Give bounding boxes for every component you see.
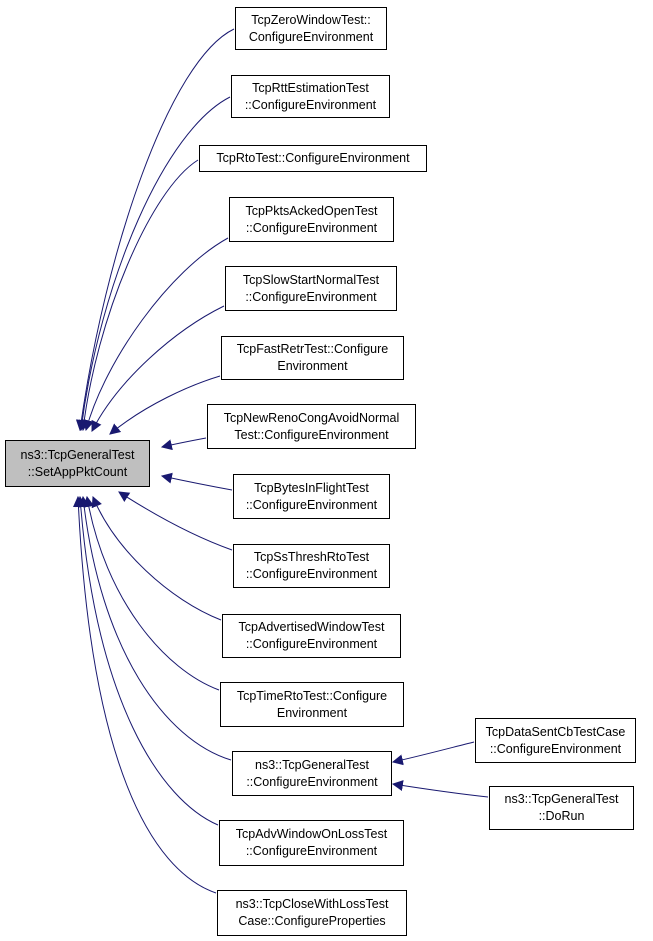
edge-caller-13	[72, 495, 217, 894]
edge-caller-4	[91, 305, 225, 432]
node-caller-5-label: TcpFastRetrTest::Configure Environment	[236, 342, 389, 373]
node-caller-11[interactable]: ns3::TcpGeneralTest ::ConfigureEnvironme…	[232, 751, 392, 796]
node-caller-4[interactable]: TcpSlowStartNormalTest ::ConfigureEnviro…	[225, 266, 397, 311]
node-caller-0-label: TcpZeroWindowTest:: ConfigureEnvironment	[248, 12, 374, 44]
node-caller-10[interactable]: TcpTimeRtoTest::Configure Environment	[220, 682, 404, 727]
node-second-0[interactable]: TcpDataSentCbTestCase ::ConfigureEnviron…	[475, 718, 636, 763]
node-caller-13[interactable]: ns3::TcpCloseWithLossTest Case::Configur…	[217, 890, 407, 936]
edge-caller-12	[75, 495, 219, 826]
node-caller-4-label: TcpSlowStartNormalTest ::ConfigureEnviro…	[242, 272, 380, 304]
node-caller-6-label: TcpNewRenoCongAvoidNormal Test::Configur…	[223, 410, 400, 442]
edge-caller-5	[109, 375, 221, 435]
node-caller-10-label: TcpTimeRtoTest::Configure Environment	[236, 688, 388, 720]
node-root-label: ns3::TcpGeneralTest ::SetAppPktCount	[20, 447, 135, 479]
edge-caller-11	[78, 495, 232, 761]
edge-caller-6	[160, 437, 207, 451]
node-second-1-label: ns3::TcpGeneralTest ::DoRun	[504, 792, 619, 823]
node-caller-1-label: TcpRttEstimationTest ::ConfigureEnvironm…	[244, 80, 377, 112]
node-caller-8-label: TcpSsThreshRtoTest ::ConfigureEnvironmen…	[245, 550, 378, 581]
node-caller-8[interactable]: TcpSsThreshRtoTest ::ConfigureEnvironmen…	[233, 544, 390, 588]
node-caller-5[interactable]: TcpFastRetrTest::Configure Environment	[221, 336, 404, 380]
edge-second-0	[391, 741, 475, 766]
edge-caller-7	[160, 472, 233, 491]
node-caller-0[interactable]: TcpZeroWindowTest:: ConfigureEnvironment	[235, 7, 387, 50]
node-caller-3-label: TcpPktsAckedOpenTest ::ConfigureEnvironm…	[245, 203, 378, 235]
node-caller-9-label: TcpAdvertisedWindowTest ::ConfigureEnvir…	[238, 620, 385, 651]
edge-caller-10	[83, 495, 220, 691]
edge-caller-2	[78, 159, 199, 432]
node-root: ns3::TcpGeneralTest ::SetAppPktCount	[5, 440, 150, 487]
node-caller-3[interactable]: TcpPktsAckedOpenTest ::ConfigureEnvironm…	[229, 197, 394, 242]
edge-caller-9	[91, 495, 222, 621]
node-caller-7[interactable]: TcpBytesInFlightTest ::ConfigureEnvironm…	[233, 474, 390, 519]
node-second-1[interactable]: ns3::TcpGeneralTest ::DoRun	[489, 786, 634, 830]
node-caller-2-label: TcpRtoTest::ConfigureEnvironment	[216, 151, 410, 165]
node-caller-1[interactable]: TcpRttEstimationTest ::ConfigureEnvironm…	[231, 75, 390, 118]
edge-caller-8	[118, 491, 233, 551]
node-caller-12-label: TcpAdvWindowOnLossTest ::ConfigureEnviro…	[235, 827, 388, 858]
edge-caller-3	[83, 237, 229, 432]
edge-second-1	[391, 780, 489, 798]
node-caller-11-label: ns3::TcpGeneralTest ::ConfigureEnvironme…	[246, 757, 378, 789]
node-caller-9[interactable]: TcpAdvertisedWindowTest ::ConfigureEnvir…	[222, 614, 401, 658]
node-caller-7-label: TcpBytesInFlightTest ::ConfigureEnvironm…	[245, 480, 378, 512]
edges-layer	[72, 28, 489, 894]
edge-caller-1	[76, 96, 231, 432]
node-second-0-label: TcpDataSentCbTestCase ::ConfigureEnviron…	[485, 724, 626, 756]
edge-caller-0	[75, 28, 235, 432]
node-caller-13-label: ns3::TcpCloseWithLossTest Case::Configur…	[235, 897, 389, 928]
node-caller-12[interactable]: TcpAdvWindowOnLossTest ::ConfigureEnviro…	[219, 820, 404, 866]
node-caller-6[interactable]: TcpNewRenoCongAvoidNormal Test::Configur…	[207, 404, 416, 449]
node-caller-2[interactable]: TcpRtoTest::ConfigureEnvironment	[199, 145, 427, 172]
